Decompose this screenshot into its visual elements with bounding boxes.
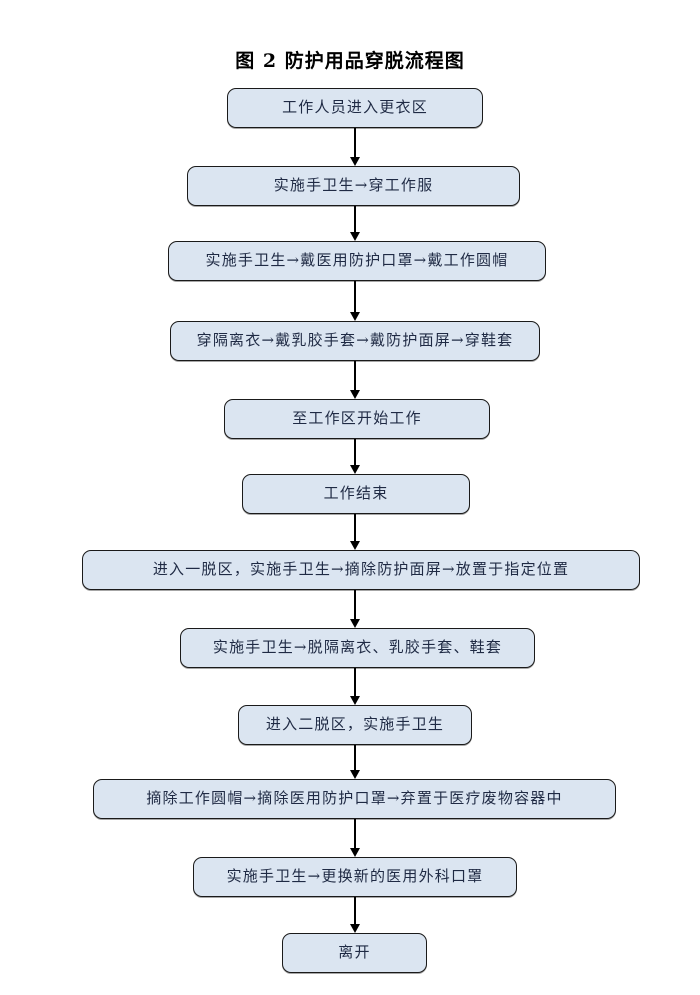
arrow-down-icon xyxy=(349,157,360,166)
flow-node-n7: 进入一脱区，实施手卫生→摘除防护面屏→放置于指定位置 xyxy=(82,550,640,590)
flow-connector-c8 xyxy=(354,668,356,697)
arrow-down-icon xyxy=(349,390,360,399)
arrow-down-icon xyxy=(349,848,360,857)
page-title: 图 2 防护用品穿脱流程图 xyxy=(235,50,465,72)
flow-node-label: 工作人员进入更衣区 xyxy=(282,98,428,116)
flow-connector-c3 xyxy=(354,281,356,313)
flow-connector-c2 xyxy=(354,206,356,233)
flow-node-n8: 实施手卫生→脱隔离衣、乳胶手套、鞋套 xyxy=(180,628,535,668)
arrow-down-icon xyxy=(349,232,360,241)
flow-node-n12: 离开 xyxy=(282,933,427,973)
arrow-down-icon xyxy=(349,465,360,474)
flow-connector-c5 xyxy=(354,439,356,466)
flow-node-label: 进入二脱区，实施手卫生 xyxy=(265,715,445,733)
flow-node-label: 摘除工作圆帽→摘除医用防护口罩→弃置于医疗废物容器中 xyxy=(146,789,563,807)
flow-node-n3: 实施手卫生→戴医用防护口罩→戴工作圆帽 xyxy=(168,241,546,281)
flow-node-n2: 实施手卫生→穿工作服 xyxy=(187,166,520,206)
flow-connector-c7 xyxy=(354,590,356,620)
flow-node-label: 离开 xyxy=(338,943,371,961)
arrow-down-icon xyxy=(349,770,360,779)
flow-node-label: 进入一脱区，实施手卫生→摘除防护面屏→放置于指定位置 xyxy=(152,560,570,578)
flow-connector-c11 xyxy=(354,897,356,925)
flow-connector-c1 xyxy=(354,128,356,158)
flow-connector-c6 xyxy=(354,514,356,542)
flow-node-label: 实施手卫生→戴医用防护口罩→戴工作圆帽 xyxy=(205,251,509,269)
flow-node-label: 工作结束 xyxy=(323,484,389,502)
flow-node-n1: 工作人员进入更衣区 xyxy=(227,88,483,128)
flow-node-n5: 至工作区开始工作 xyxy=(224,399,490,439)
arrow-down-icon xyxy=(349,541,360,550)
arrow-down-icon xyxy=(349,696,360,705)
flow-connector-c10 xyxy=(354,819,356,849)
flow-node-label: 实施手卫生→穿工作服 xyxy=(273,176,434,194)
flow-node-label: 实施手卫生→脱隔离衣、乳胶手套、鞋套 xyxy=(212,638,503,656)
flow-node-n11: 实施手卫生→更换新的医用外科口罩 xyxy=(193,857,517,897)
flow-node-label: 穿隔离衣→戴乳胶手套→戴防护面屏→穿鞋套 xyxy=(196,331,514,349)
flow-connector-c4 xyxy=(354,361,356,391)
arrow-down-icon xyxy=(349,312,360,321)
arrow-down-icon xyxy=(349,619,360,628)
flow-node-label: 至工作区开始工作 xyxy=(292,409,422,427)
flow-node-n6: 工作结束 xyxy=(242,474,470,514)
arrow-down-icon xyxy=(349,924,360,933)
flow-node-n4: 穿隔离衣→戴乳胶手套→戴防护面屏→穿鞋套 xyxy=(170,321,540,361)
flow-node-n10: 摘除工作圆帽→摘除医用防护口罩→弃置于医疗废物容器中 xyxy=(93,779,616,819)
flow-node-label: 实施手卫生→更换新的医用外科口罩 xyxy=(226,867,484,885)
flow-node-n9: 进入二脱区，实施手卫生 xyxy=(238,705,472,745)
flow-connector-c9 xyxy=(354,745,356,771)
